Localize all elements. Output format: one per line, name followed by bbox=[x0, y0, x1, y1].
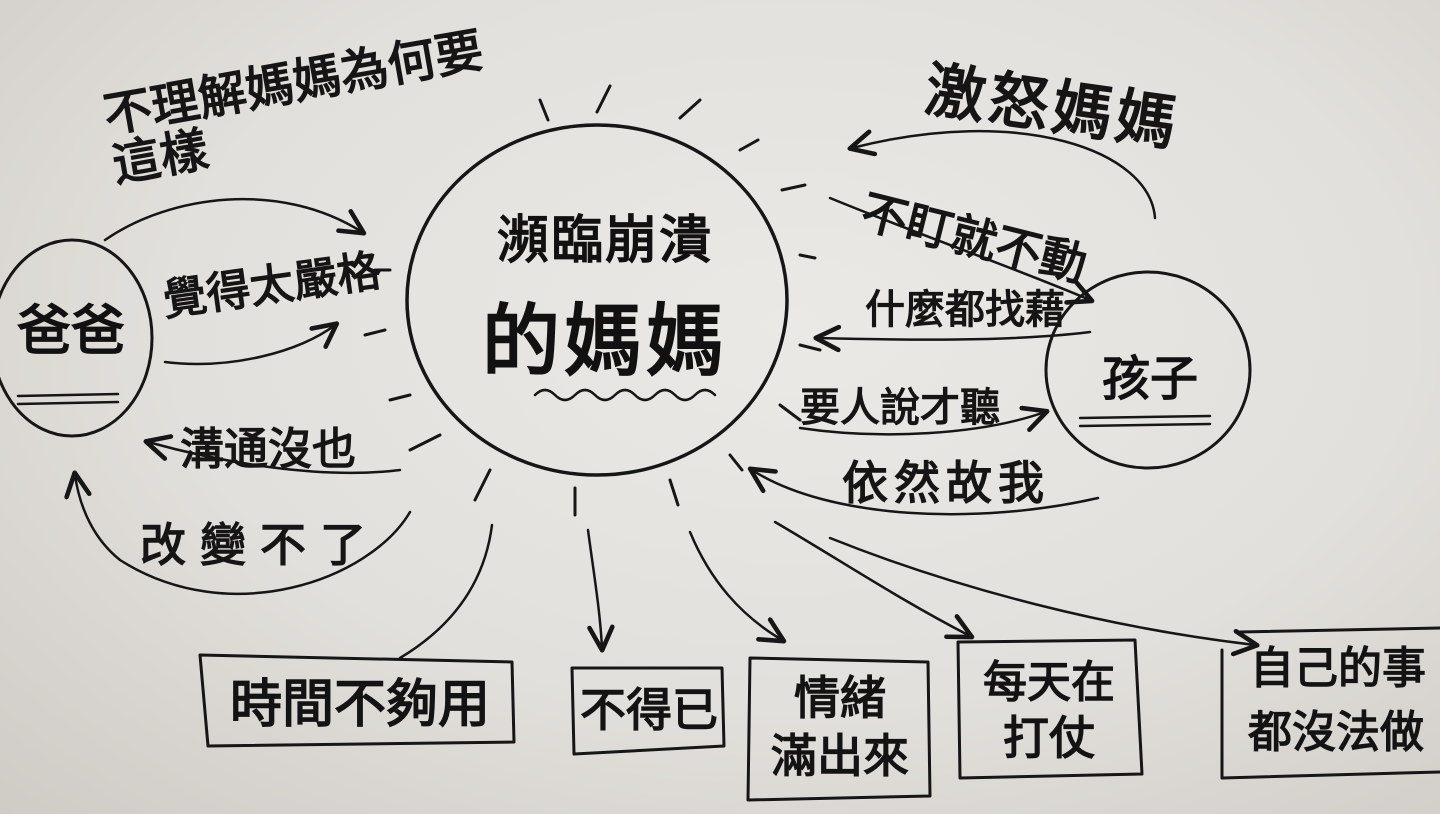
edge-label-center-to-father: 溝通沒也 bbox=[180, 424, 356, 475]
child-node-label: 孩子 bbox=[1101, 351, 1198, 407]
outcome-1-label: 時間不夠用 bbox=[229, 675, 490, 735]
edge-label-child-2: 什麼都找藉 bbox=[865, 287, 1065, 333]
outcome-4-line1: 每天在 bbox=[983, 657, 1115, 708]
outcome-3-line2: 滿出來 bbox=[771, 729, 909, 783]
edge-to-outcome-4 bbox=[773, 520, 975, 640]
outcome-3-line1: 情緒 bbox=[794, 671, 886, 725]
edge-to-outcome-5 bbox=[828, 536, 1260, 657]
edge-father-to-center-mid bbox=[163, 321, 340, 366]
child-node-circle bbox=[1044, 270, 1252, 470]
edge-child-1 bbox=[828, 196, 1095, 305]
edge-to-outcome-2 bbox=[586, 528, 615, 653]
father-node-label: 爸爸 bbox=[17, 299, 125, 362]
edge-child-3 bbox=[798, 405, 1050, 436]
outcome-box-3 bbox=[746, 656, 932, 802]
edge-label-father-loop: 改變不了 bbox=[140, 518, 380, 572]
edge-to-outcome-1 bbox=[398, 523, 494, 660]
sun-rays bbox=[363, 84, 822, 517]
edge-label-child-4: 依然故我 bbox=[842, 456, 1050, 510]
father-node-circle bbox=[0, 238, 154, 438]
edge-anger bbox=[847, 129, 1157, 220]
outcome-box-2 bbox=[570, 666, 726, 756]
outcome-2-label: 不得已 bbox=[580, 683, 718, 737]
edge-child-2 bbox=[813, 324, 1092, 353]
edge-father-loop bbox=[64, 470, 412, 595]
child-underline-2 bbox=[1078, 422, 1212, 428]
father-underline-1 bbox=[16, 392, 120, 398]
edge-label-child-3: 要人說才聽 bbox=[800, 385, 1000, 431]
father-underline-2 bbox=[16, 400, 120, 406]
outcome-box-1 bbox=[198, 653, 516, 748]
center-node-label-line1: 瀕臨崩潰 bbox=[496, 211, 713, 271]
outcome-4-line2: 打仗 bbox=[1003, 711, 1095, 765]
edge-to-outcome-3 bbox=[688, 530, 787, 644]
center-node-circle bbox=[405, 123, 789, 477]
outcome-5-line2: 都沒法做 bbox=[1248, 707, 1424, 758]
outcome-box-5 bbox=[1220, 626, 1440, 780]
edge-father-to-center-top bbox=[103, 197, 367, 242]
edge-center-to-father bbox=[143, 434, 402, 475]
center-wavy-underline bbox=[533, 388, 717, 402]
center-node-label-line2: 的媽媽 bbox=[481, 297, 728, 387]
child-underline-1 bbox=[1078, 414, 1212, 420]
edge-child-4 bbox=[747, 466, 1100, 516]
outcome-box-4 bbox=[956, 638, 1144, 780]
outcome-5-line1: 自己的事 bbox=[1250, 643, 1426, 694]
